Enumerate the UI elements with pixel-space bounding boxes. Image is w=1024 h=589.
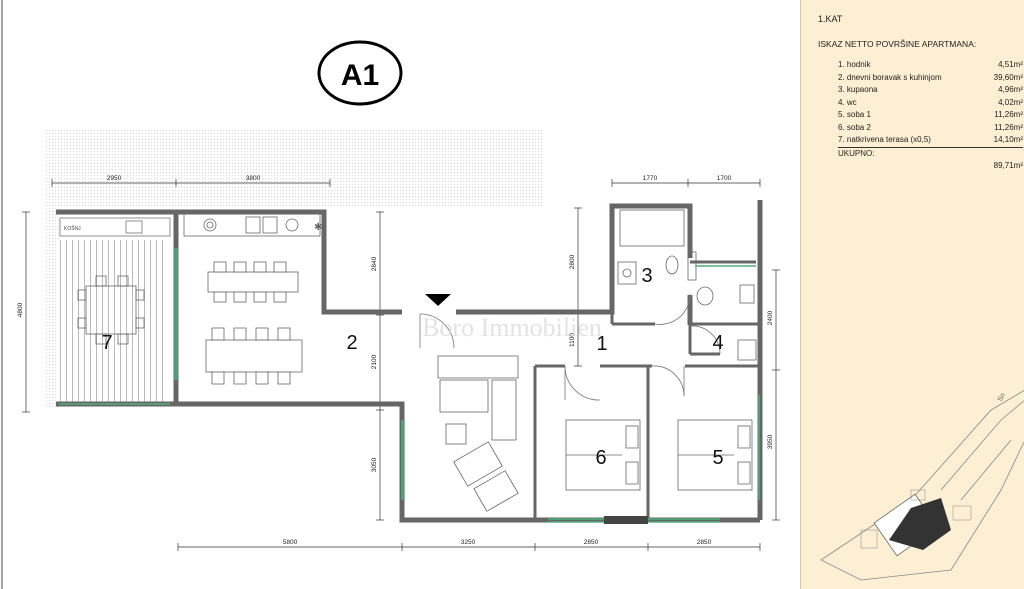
area-row-label: 4. wc: [838, 97, 857, 107]
area-row-value: 14,10m²: [993, 135, 1023, 144]
dining-table: [205, 327, 303, 385]
room-number-6: 6: [595, 447, 606, 469]
area-row: 1. hodnik 4,51m²: [838, 59, 1023, 72]
interior-walls: [533, 260, 760, 520]
area-row: 7. natkrivena terasa (x0,5) 14,10m²: [838, 134, 1023, 147]
area-row-value: 4,96m²: [998, 85, 1023, 94]
area-row-value: 4,02m²: [998, 97, 1023, 107]
room-number-2: 2: [346, 332, 357, 354]
dim-bottom-2: 3250: [461, 539, 476, 546]
bed-room-5: [677, 419, 753, 491]
apartment-badge: [317, 40, 403, 106]
dim-side-8: 3950: [767, 434, 774, 449]
site-plan-thumbnail: Sn: [820, 390, 1024, 581]
area-row-value: 11,26m²: [994, 110, 1023, 119]
roof-shade-side: [44, 208, 59, 408]
dim-bottom-3: 2850: [584, 539, 599, 546]
area-row-label: 6. soba 2: [838, 122, 871, 132]
terrace-sink: [125, 220, 143, 234]
kitchen-counter: [183, 213, 321, 237]
area-row: 3. kupaona 4,96m²: [838, 84, 1023, 97]
area-row-value: 4,51m²: [998, 60, 1023, 69]
area-row-value: 11,26m²: [994, 122, 1023, 132]
room-number-5: 5: [712, 447, 723, 469]
bed-room-6: [565, 419, 641, 491]
room-number-3: 3: [641, 265, 652, 287]
kitchen-island: [207, 261, 299, 303]
room-number-7: 7: [101, 332, 112, 354]
room-number-1: 1: [596, 333, 607, 355]
dim-side-7: 2400: [767, 310, 774, 325]
dim-side-3: 2100: [371, 354, 378, 369]
dim-top-2: 3800: [246, 175, 261, 182]
total-value: 89,71m²: [993, 160, 1023, 170]
floor-plan: A1 2950 3800 1770 1700 5800 3250 2850 28…: [1, 0, 780, 589]
dim-top-3: 1770: [643, 175, 658, 182]
terrace-kitchenette: [59, 217, 171, 237]
dim-side-1: 4800: [17, 302, 24, 317]
legend-heading: ISKAZ NETTO POVRŠINE APARTMANA:: [818, 39, 977, 49]
area-row-label: 3. kupaona: [838, 85, 878, 94]
dim-side-2: 2840: [371, 256, 378, 271]
terrace-furniture: [77, 275, 145, 345]
dim-bottom-1: 5800: [283, 539, 298, 546]
area-row-label: 1. hodnik: [838, 60, 871, 69]
lounge-sofa: [437, 355, 519, 512]
area-row: 5. soba 1 11,26m²: [838, 109, 1023, 122]
dim-top-4: 1700: [717, 175, 732, 182]
site-street-label: Sn: [997, 392, 1007, 403]
dim-side-6: 1100: [569, 333, 576, 347]
windows: [59, 248, 760, 523]
building-footprint: [889, 498, 951, 550]
dim-side-5: 2800: [569, 254, 576, 269]
area-row: 2. dnevni boravak s kuhinjom 39,60m²: [838, 72, 1023, 85]
area-table: 1. hodnik 4,51m² 2. dnevni boravak s kuhi…: [838, 59, 1023, 172]
window-sill: [604, 516, 648, 524]
entrance-arrow-icon: [425, 294, 451, 306]
area-row-label: 5. soba 1: [838, 110, 871, 119]
total-label: UKUPNO:: [838, 148, 875, 158]
total-row: UKUPNO:: [838, 146, 1023, 160]
dim-top-1: 2950: [107, 175, 122, 182]
dim-bottom-4: 2850: [697, 539, 712, 546]
area-row: 6. soba 2 11,26m²: [838, 122, 1023, 135]
dim-side-4: 3050: [371, 457, 378, 472]
floor-label: 1.KAT: [818, 14, 843, 24]
roof-shade-area: [44, 128, 544, 208]
area-row: 4. wc 4,02m²: [838, 97, 1023, 110]
apartment-badge-label: A1: [341, 59, 379, 92]
room-number-4: 4: [712, 332, 723, 354]
snowflake-icon: ✱: [314, 222, 322, 233]
area-row-label: 2. dnevni boravak s kuhinjom: [838, 72, 942, 82]
area-row-value: 39,60m²: [993, 72, 1023, 82]
area-row-label: 7. natkrivena terasa (x0,5): [838, 135, 931, 144]
terrace-floor: [58, 240, 164, 404]
watermark: Boro Immobilien: [422, 313, 602, 342]
bathroom-fixtures: [617, 209, 757, 361]
kitchenette-label: KOŠNJ: [64, 225, 81, 232]
area-legend-panel: 1.KAT ISKAZ NETTO POVRŠINE APARTMANA: 1.…: [800, 0, 1024, 589]
door-swings: [419, 293, 721, 401]
